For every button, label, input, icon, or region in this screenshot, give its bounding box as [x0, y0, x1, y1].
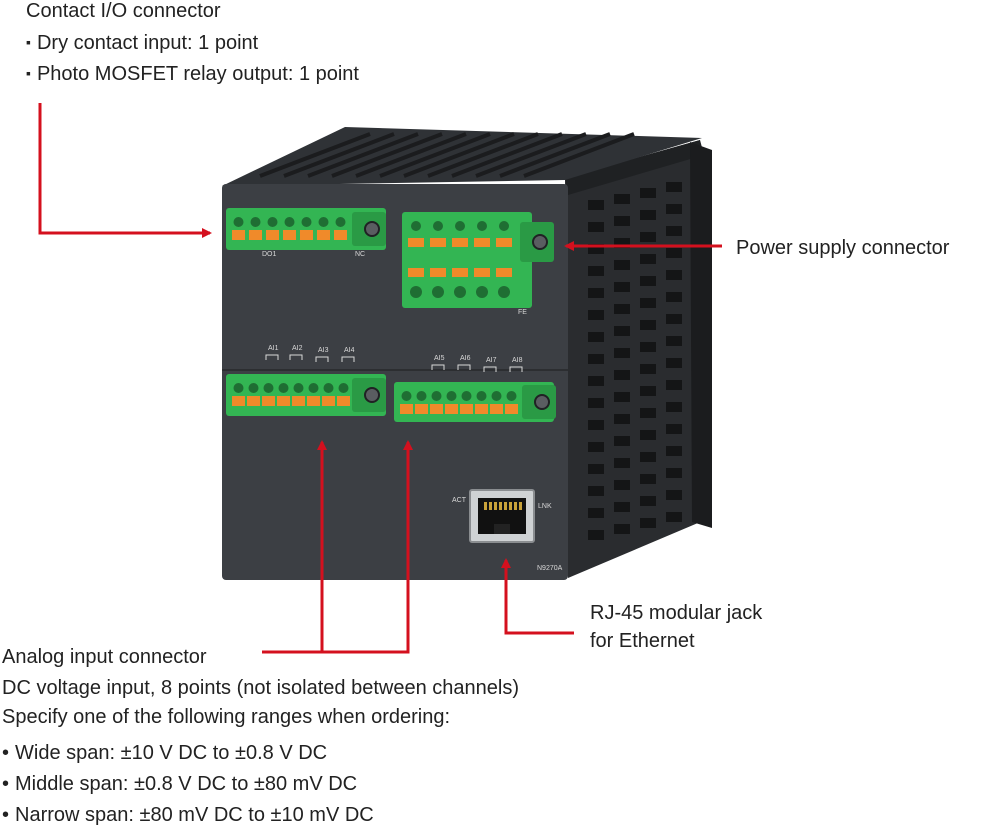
act-label: ACT: [452, 497, 467, 504]
device-top-vents: [259, 132, 635, 178]
ai-label: AI6: [460, 355, 471, 362]
device-side-panel: [565, 140, 705, 578]
do1-label: DO1: [262, 251, 277, 258]
arrow-analog-right: [322, 440, 413, 654]
model-label: N9270A: [537, 565, 563, 572]
analog-title: Analog input connector: [2, 646, 207, 668]
contact-io-connector: DO1 NC: [226, 208, 386, 258]
rj45-line-2: for Ethernet: [590, 630, 695, 652]
ai-label: AI5: [434, 355, 445, 362]
contact-io-item-2: Photo MOSFET relay output: 1 point: [26, 61, 359, 88]
power-supply-connector: FE: [402, 212, 554, 316]
power-supply-title: Power supply connector: [736, 237, 950, 259]
nc-label: NC: [355, 251, 365, 258]
contact-io-title: Contact I/O connector: [26, 0, 221, 22]
rj45-line-1: RJ-45 modular jack: [590, 602, 763, 624]
analog-range-wide: Wide span: ±10 V DC to ±0.8 V DC: [2, 740, 327, 766]
analog-range-middle: Middle span: ±0.8 V DC to ±80 mV DC: [2, 771, 357, 797]
ai-label: AI1: [268, 345, 279, 352]
arrow-contact-io: [38, 103, 212, 238]
lnk-label: LNK: [538, 503, 552, 510]
ai-label: AI2: [292, 345, 303, 352]
rj45-jack: ACT LNK: [452, 489, 552, 543]
fe-label: FE: [518, 309, 527, 316]
ai-label: AI4: [344, 347, 355, 354]
ai-label: AI3: [318, 347, 329, 354]
contact-io-item-1: Dry contact input: 1 point: [26, 30, 258, 57]
analog-input-connector-left: [226, 374, 386, 416]
arrow-rj45: [501, 558, 574, 635]
analog-range-narrow: Narrow span: ±80 mV DC to ±10 mV DC: [2, 802, 374, 828]
ai-label: AI7: [486, 357, 497, 364]
analog-line-1: DC voltage input, 8 points (not isolated…: [2, 677, 519, 699]
ai-label: AI8: [512, 357, 523, 364]
analog-line-2: Specify one of the following ranges when…: [2, 706, 451, 728]
callout-arrows: [38, 103, 722, 654]
device-side-vents: [588, 182, 682, 540]
analog-input-connector-right: [394, 382, 556, 422]
